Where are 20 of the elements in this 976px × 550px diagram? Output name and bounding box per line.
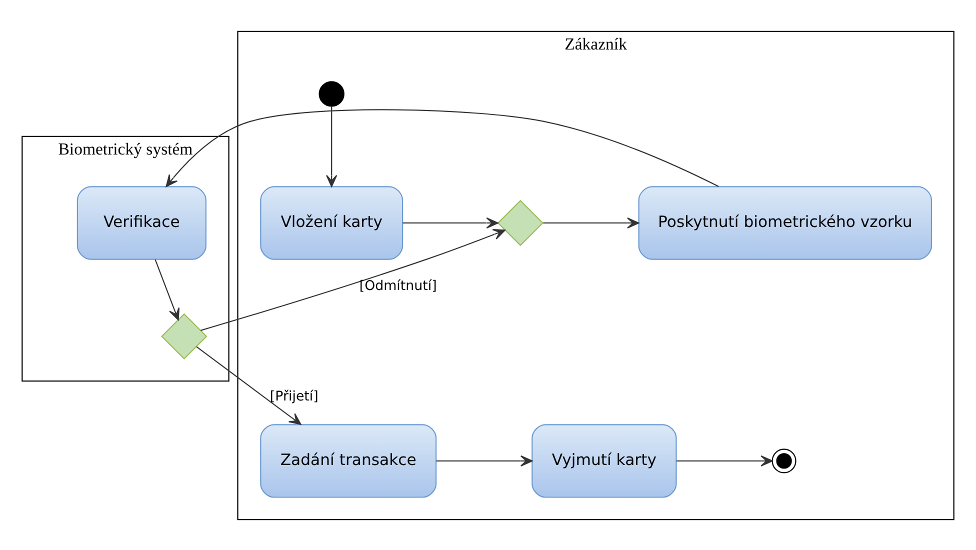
arrow bbox=[154, 258, 180, 320]
node-diamond bbox=[161, 312, 208, 360]
edge-label: [Odmítnutí] bbox=[359, 278, 437, 294]
arrow bbox=[543, 216, 640, 228]
arrow bbox=[676, 454, 773, 466]
node-box: Poskytnutí biometrického vzorku bbox=[638, 186, 932, 260]
node-circle bbox=[318, 80, 344, 106]
arrow bbox=[326, 106, 338, 187]
arrow bbox=[196, 346, 302, 424]
node-box: Verifikace bbox=[76, 186, 206, 260]
arrow bbox=[436, 454, 533, 466]
node-diamond bbox=[497, 199, 544, 246]
node-box: Zadání transakce bbox=[260, 424, 437, 498]
edge-label: [Přijetí] bbox=[270, 389, 318, 404]
arrow bbox=[200, 228, 506, 330]
node-box: Vyjmutí karty bbox=[532, 424, 677, 498]
arrow bbox=[402, 216, 498, 228]
node-box: Vložení karty bbox=[260, 186, 404, 260]
node-circle bbox=[772, 448, 796, 473]
arrow bbox=[166, 108, 719, 187]
